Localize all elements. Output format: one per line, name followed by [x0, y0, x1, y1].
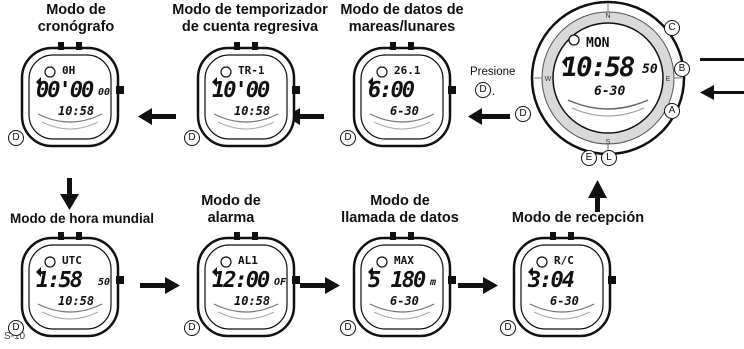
tide-watch-face: [352, 42, 456, 148]
timer-bottom-value: 10:58: [234, 104, 271, 118]
reception-main-value: 3:04: [528, 268, 575, 293]
page-number: S-10: [4, 331, 26, 342]
big-watch-seconds: 50: [642, 62, 658, 77]
alarm-main-small-value: OF: [274, 277, 287, 288]
recall-main-small-value: m: [430, 277, 437, 288]
chrono-watch-face: [20, 42, 124, 148]
big-watch: N W E S MON 10:58 50 6-30: [528, 0, 688, 160]
chrono-mode-title: Modo de cronógrafo: [16, 2, 136, 36]
chrono-bottom-value: 10:58: [58, 104, 95, 118]
arrow-recall-to-reception-icon: [458, 277, 498, 294]
chrono-d-button[interactable]: D: [8, 130, 24, 146]
world-d-button[interactable]: D: [8, 320, 24, 336]
reception-d-button[interactable]: D: [500, 320, 516, 336]
chrono-main-value: 00'00: [36, 78, 94, 103]
tide-d-button[interactable]: D: [340, 130, 356, 146]
big-watch-button-d[interactable]: D: [515, 106, 531, 122]
reception-bottom-value: 6-30: [550, 294, 579, 308]
side-arrow-upper-icon: [700, 58, 744, 61]
timer-title-line2: de cuenta regresiva: [181, 19, 319, 35]
recall-title-line2: llamada de datos: [341, 210, 459, 226]
tide-title-line2: mareas/lunares: [348, 19, 456, 35]
big-watch-button-b[interactable]: B: [674, 61, 690, 77]
recall-main-value: 5 180: [368, 268, 426, 293]
world-bottom-value: 10:58: [58, 294, 95, 308]
arrow-timer-to-chrono-icon: [138, 108, 176, 125]
instruction-d-button-icon: D: [475, 82, 491, 98]
tide-title-line1: Modo de datos de: [340, 2, 464, 18]
reception-top-indicator: R/C: [554, 254, 574, 267]
big-watch-button-e[interactable]: E: [581, 150, 597, 166]
alarm-d-button[interactable]: D: [184, 320, 200, 336]
arrow-big-to-tide-icon: [468, 108, 510, 125]
recall-watch-face: [352, 232, 456, 338]
world-mode-title: Modo de hora mundial: [2, 210, 162, 227]
recall-top-indicator: MAX: [394, 254, 414, 267]
world-main-value: 1:58: [36, 268, 83, 293]
big-watch-day: MON: [586, 36, 610, 51]
arrow-reception-to-big-icon: [588, 180, 607, 212]
reception-watch-face: [512, 232, 616, 338]
chrono-title-line1: Modo de: [46, 2, 106, 18]
arrow-chrono-to-world-icon: [60, 178, 79, 210]
world-watch-face: [20, 232, 124, 338]
recall-bottom-value: 6-30: [390, 294, 419, 308]
reception-mode-title: Modo de recepción: [498, 210, 658, 227]
timer-top-indicator: TR-1: [238, 64, 265, 77]
bezel-n: N: [605, 13, 610, 20]
reception-title: Modo de recepción: [511, 210, 645, 226]
world-title: Modo de hora mundial: [10, 211, 154, 226]
timer-watch-face: [196, 42, 300, 148]
big-watch-face: N W E S: [530, 0, 686, 156]
alarm-bottom-value: 10:58: [234, 294, 271, 308]
chrono-top-indicator: 0H: [62, 64, 76, 77]
alarm-title-line1: Modo de: [201, 193, 261, 209]
arrow-alarm-to-recall-icon: [300, 277, 340, 294]
timer-main-value: 10'00: [212, 78, 270, 103]
tide-bottom-value: 6-30: [390, 104, 419, 118]
recall-d-button[interactable]: D: [340, 320, 356, 336]
press-instruction-text: Presione: [470, 66, 516, 78]
bezel-s: S: [606, 139, 611, 146]
timer-title-line1: Modo de temporizador: [172, 2, 328, 18]
bezel-e: E: [666, 76, 671, 83]
big-watch-button-l[interactable]: L: [601, 150, 617, 166]
world-main-small-value: 50: [98, 277, 111, 288]
alarm-title-line2: alarma: [207, 210, 255, 226]
recall-title-line1: Modo de: [370, 193, 430, 209]
tide-main-value: 6:00: [368, 78, 415, 103]
recall-mode-title: Modo de llamada de datos: [330, 193, 470, 227]
alarm-top-indicator: AL1: [238, 254, 258, 267]
tide-top-indicator: 26.1: [394, 64, 421, 77]
bezel-w: W: [545, 76, 552, 83]
big-watch-button-a[interactable]: A: [664, 103, 680, 119]
side-arrow-lower-icon: [700, 85, 744, 100]
big-watch-time: 10:58: [562, 52, 635, 83]
tide-mode-title: Modo de datos de mareas/lunares: [332, 2, 472, 36]
alarm-watch-face: [196, 232, 300, 338]
press-instruction: Presione: [470, 66, 515, 79]
timer-d-button[interactable]: D: [184, 130, 200, 146]
arrow-world-to-alarm-icon: [140, 277, 180, 294]
chrono-title-line2: cronógrafo: [37, 19, 115, 35]
alarm-mode-title: Modo de alarma: [186, 193, 276, 227]
timer-mode-title: Modo de temporizador de cuenta regresiva: [150, 2, 350, 36]
chrono-main-small-value: 00: [98, 87, 111, 98]
big-watch-date: 6-30: [594, 84, 626, 99]
alarm-main-value: 12:00: [212, 268, 270, 293]
instruction-period: .: [492, 86, 496, 98]
big-watch-button-c[interactable]: C: [664, 20, 680, 36]
world-top-indicator: UTC: [62, 254, 82, 267]
